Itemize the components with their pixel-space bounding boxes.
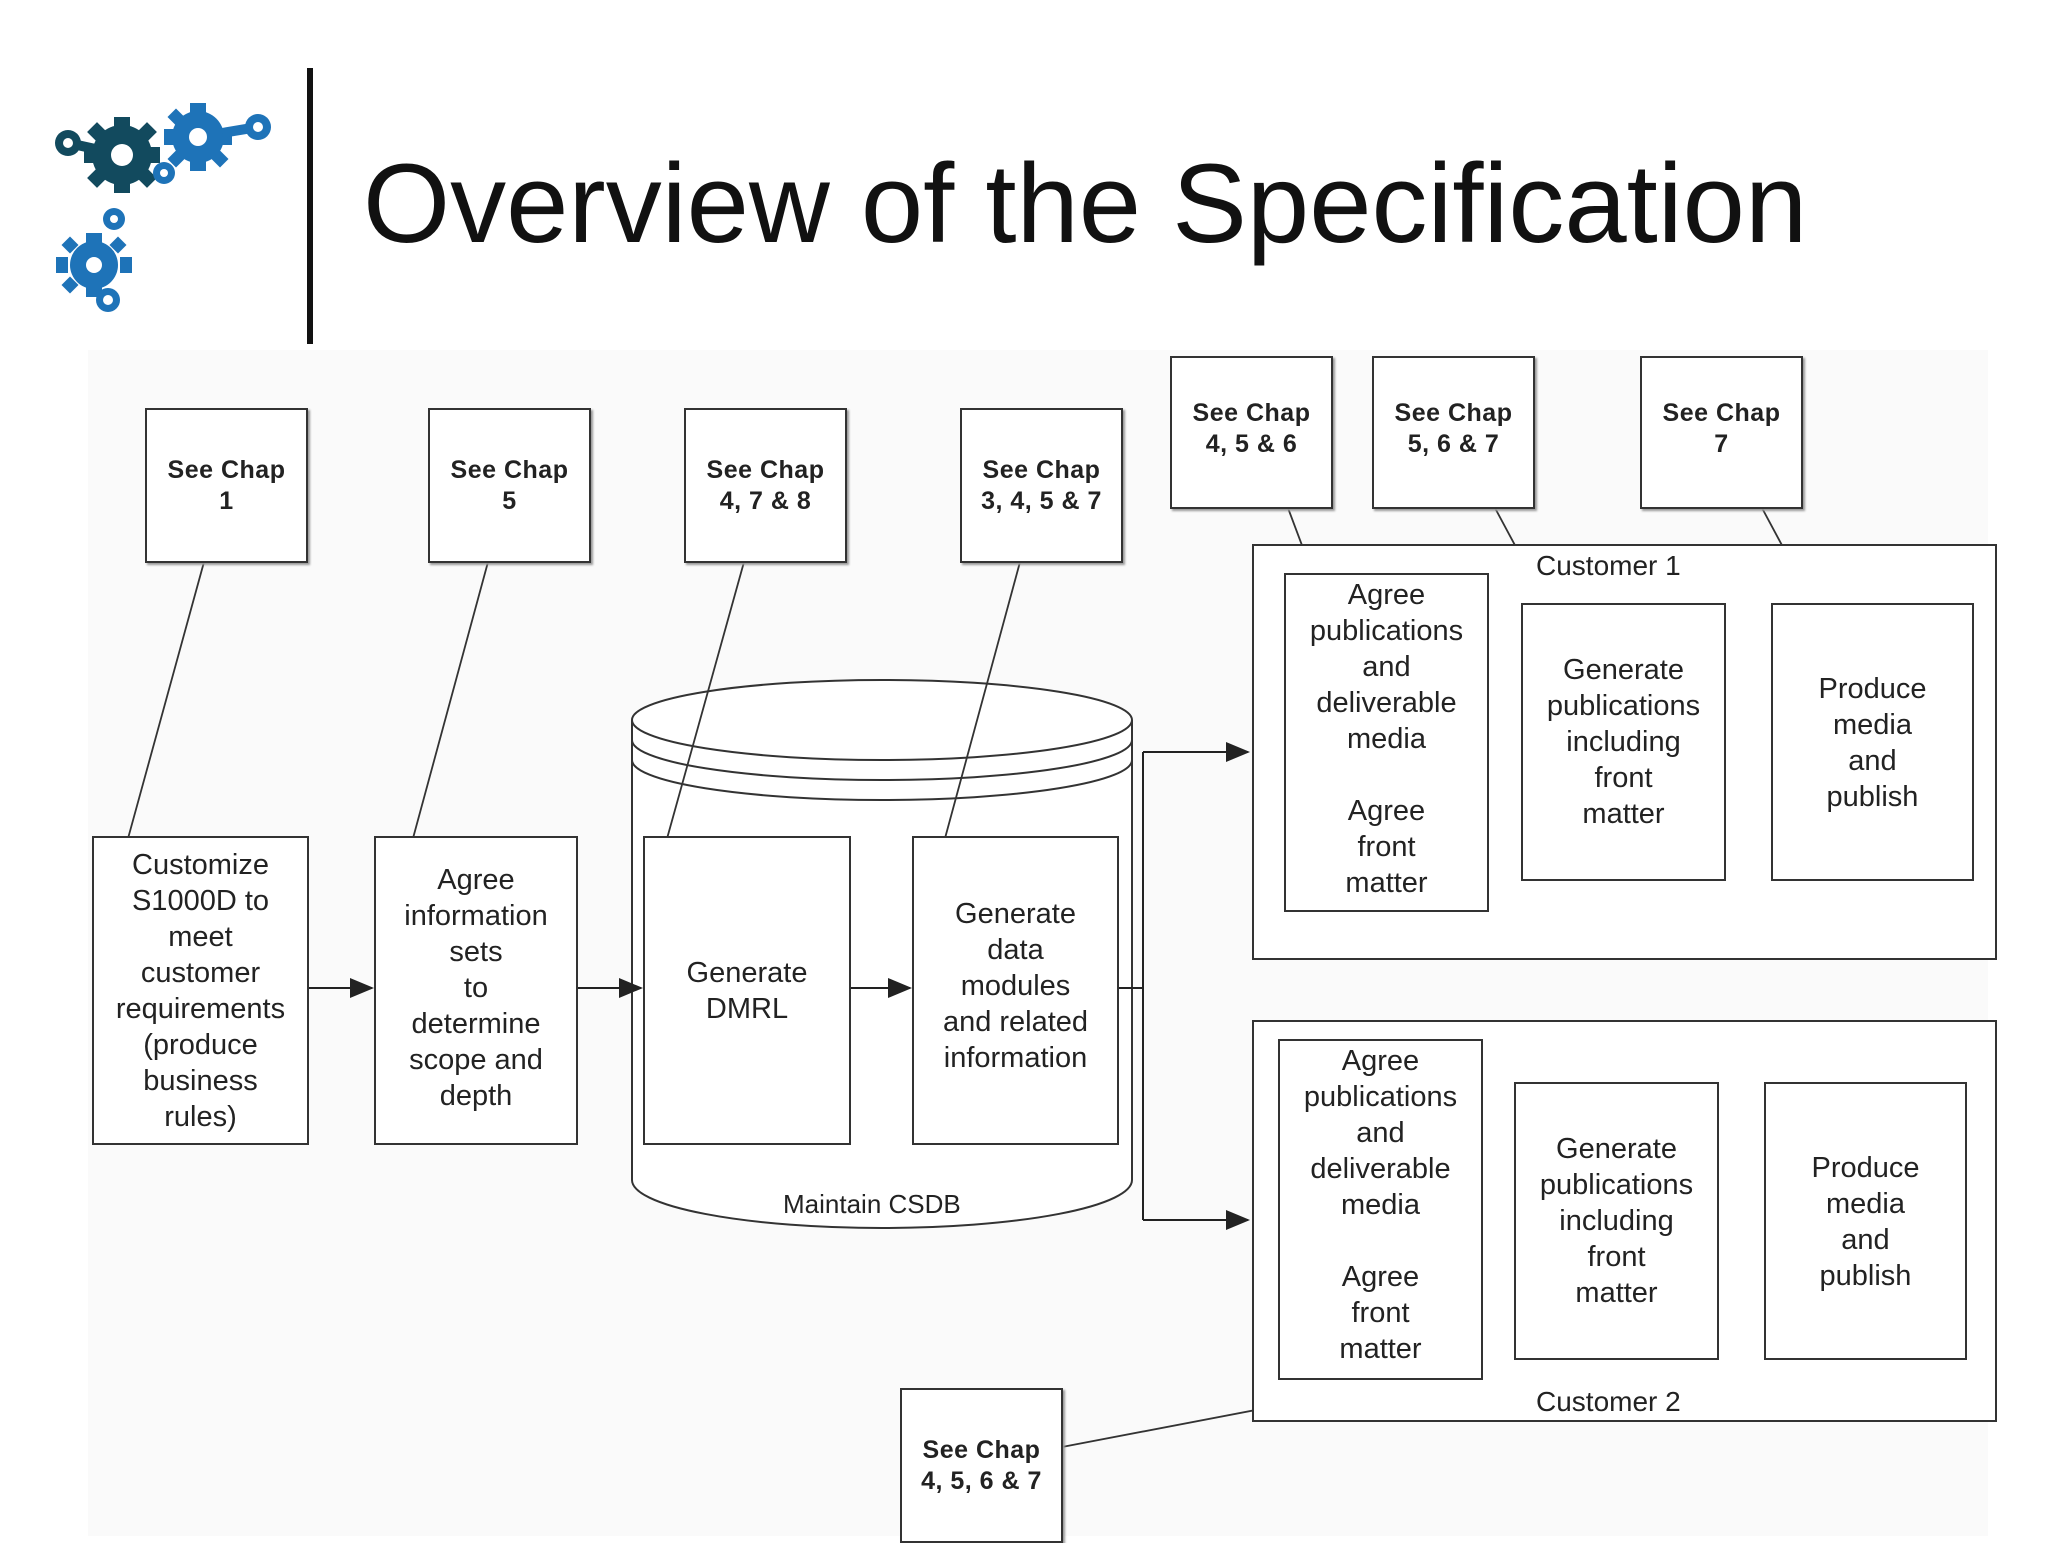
customer-1-step-agree-publications: Agree publications and deliverable media… bbox=[1284, 573, 1489, 912]
step-generate-dmrl: Generate DMRL bbox=[643, 836, 851, 1145]
step-agree-information-sets: Agree information sets to determine scop… bbox=[374, 836, 578, 1145]
step-customize-s1000d: Customize S1000D to meet customer requir… bbox=[92, 836, 309, 1145]
chapter-ref-4-5-6-7: See Chap 4, 5, 6 & 7 bbox=[900, 1388, 1063, 1543]
chapter-ref-5-6-7: See Chap 5, 6 & 7 bbox=[1372, 356, 1535, 509]
customer-1-label: Customer 1 bbox=[1536, 550, 1681, 581]
chapter-ref-3-4-5-7: See Chap 3, 4, 5 & 7 bbox=[960, 408, 1123, 563]
chapter-ref-1: See Chap 1 bbox=[145, 408, 308, 563]
customer-2-label: Customer 2 bbox=[1536, 1386, 1681, 1417]
customer-2-step-generate-publications: Generate publications including front ma… bbox=[1514, 1082, 1719, 1360]
customer-2-step-agree-publications: Agree publications and deliverable media… bbox=[1278, 1039, 1483, 1380]
customer-1-step-generate-publications: Generate publications including front ma… bbox=[1521, 603, 1726, 881]
title-divider bbox=[307, 68, 313, 344]
customer-1-step-produce-media: Produce media and publish bbox=[1771, 603, 1974, 881]
slide-title: Overview of the Specification bbox=[363, 141, 1808, 266]
chapter-ref-4-5-6: See Chap 4, 5 & 6 bbox=[1170, 356, 1333, 509]
chapter-ref-7: See Chap 7 bbox=[1640, 356, 1803, 509]
csdb-label: Maintain CSDB bbox=[783, 1189, 961, 1219]
gears-logo-icon bbox=[55, 103, 271, 312]
step-generate-data-modules: Generate data modules and related inform… bbox=[912, 836, 1119, 1145]
chapter-ref-4-7-8: See Chap 4, 7 & 8 bbox=[684, 408, 847, 563]
chapter-ref-5: See Chap 5 bbox=[428, 408, 591, 563]
customer-2-step-produce-media: Produce media and publish bbox=[1764, 1082, 1967, 1360]
